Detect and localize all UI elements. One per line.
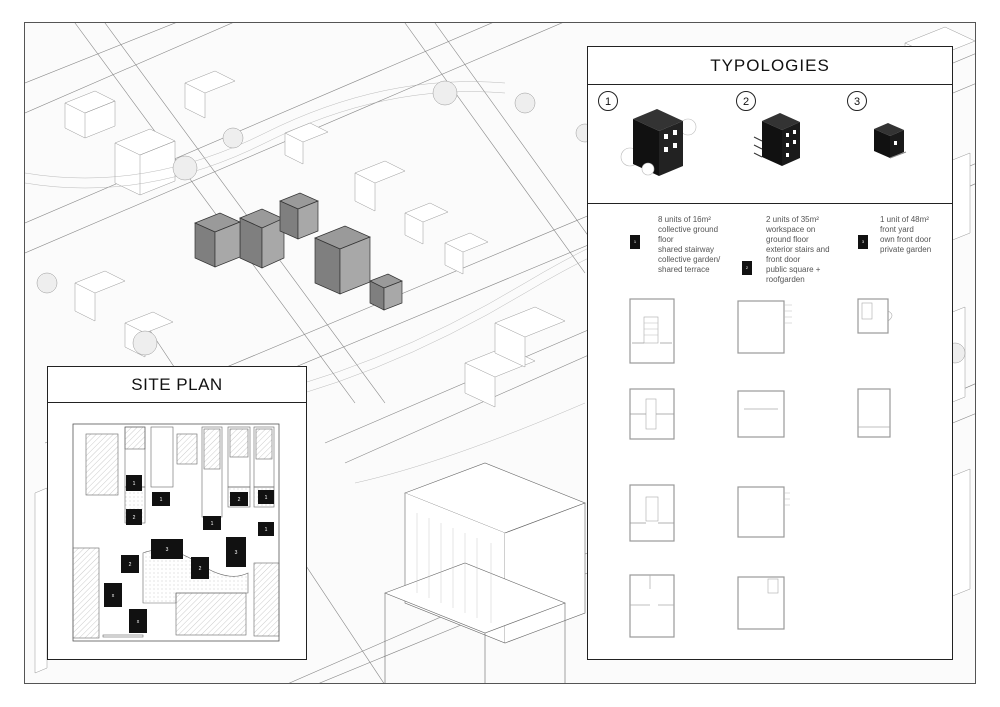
typology-number-3: 3 — [847, 91, 867, 111]
typologies-divider — [588, 203, 952, 204]
typology-1-floor-plan — [629, 388, 675, 440]
site-unit-label: 1 — [133, 481, 136, 487]
site-unit-label: 3 — [235, 550, 238, 556]
typologies-title: TYPOLOGIES — [588, 47, 952, 85]
typology-3-building-icon — [874, 123, 907, 159]
typology-2-floor-plan — [737, 576, 785, 630]
site-unit-label: 1 — [211, 521, 214, 527]
site-unit-label: 2 — [199, 566, 202, 572]
site-unit-label: 2 — [238, 497, 241, 503]
site-unit-label: 2 — [129, 562, 132, 568]
typology-3-floor-plan — [857, 388, 891, 438]
site-unit-label: 1 — [265, 527, 268, 533]
typology-2-building-icon — [753, 113, 800, 166]
site-plan-title: SITE PLAN — [48, 367, 306, 403]
typology-number-2: 2 — [736, 91, 756, 111]
typology-2-floor-plan — [737, 486, 790, 538]
typology-3-marker: 3 — [858, 235, 868, 249]
typology-2-marker: 2 — [742, 261, 752, 275]
site-plan-panel: SITE PLAN — [47, 366, 307, 660]
site-plan-drawing: 1 1 2 1 2 1 1 3 3 2 2 x x — [72, 423, 280, 642]
site-unit-label: 1 — [160, 497, 163, 503]
typology-3-floor-plan — [857, 298, 893, 334]
typology-1-floor-plan — [629, 298, 675, 364]
typology-2-floor-plan — [737, 300, 792, 354]
typology-number-1: 1 — [598, 91, 618, 111]
typology-1-floor-plan — [629, 484, 675, 542]
typology-1-building-icon — [620, 109, 697, 176]
site-unit-label: x — [112, 593, 115, 599]
site-unit-label: 1 — [265, 495, 268, 501]
site-unit-label: 2 — [133, 515, 136, 521]
typology-1-floor-plan — [629, 574, 675, 638]
site-unit-label: 3 — [166, 547, 169, 553]
typology-1-marker: 1 — [630, 235, 640, 249]
typology-2-floor-plan — [737, 390, 785, 438]
site-unit-label: x — [137, 619, 140, 625]
